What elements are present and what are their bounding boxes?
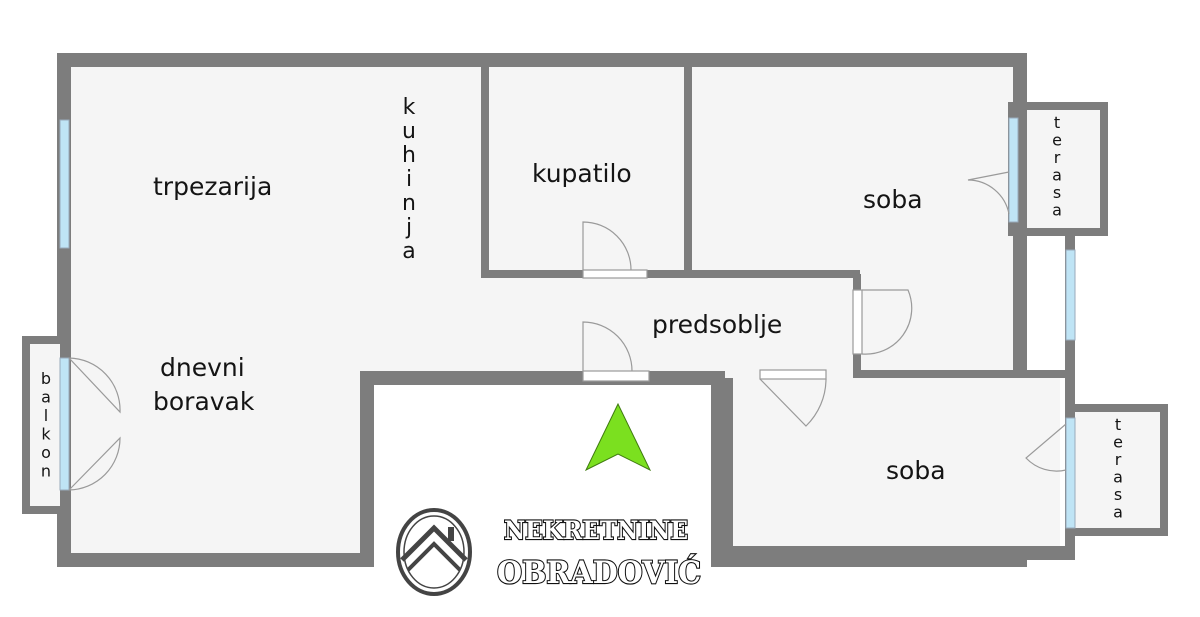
- door-terasa-bottom-swing: [1025, 423, 1067, 472]
- door-predsoblje-swing: [582, 321, 633, 372]
- door-kupatilo-swing: [582, 221, 632, 271]
- window-soba-bottom: [1065, 417, 1076, 529]
- label-boravak: boravak: [153, 387, 255, 416]
- door-soba-top-swing: [861, 289, 913, 355]
- terasa-bottom-outline: [1066, 404, 1168, 536]
- door-soba-bottom-swing: [759, 378, 827, 427]
- doors: [68, 171, 1067, 491]
- right-wing-floor: [730, 378, 1060, 553]
- logo-line-2: OBRADOVIĆ: [497, 553, 701, 591]
- window-soba-top: [1008, 117, 1019, 223]
- label-kupatilo: kupatilo: [532, 159, 632, 188]
- walls: [22, 53, 1168, 567]
- north-arrow-icon: [584, 402, 652, 472]
- window-soba-right: [1065, 249, 1076, 341]
- door-balkon-swing-top: [68, 357, 121, 414]
- label-dnevni: dnevni: [160, 353, 245, 382]
- label-trpezarija: trpezarija: [153, 172, 272, 201]
- windows: [59, 117, 1076, 529]
- logo-line-1: NEKRETNINE: [504, 516, 688, 545]
- label-soba-top: soba: [863, 185, 923, 214]
- house-logo-icon: [396, 508, 472, 596]
- door-soba-top-opening: [852, 289, 863, 355]
- door-predsoblje-opening: [582, 370, 650, 382]
- window-balkon: [59, 357, 70, 491]
- window-trpezarija: [59, 119, 70, 249]
- label-predsoblje: predsoblje: [652, 310, 782, 339]
- door-balkon-swing-bottom: [68, 436, 121, 491]
- door-kupatilo-opening: [582, 269, 648, 279]
- label-soba-bottom: soba: [886, 456, 946, 485]
- door-terasa-top-swing: [967, 171, 1010, 215]
- door-soba-bottom-opening: [759, 369, 827, 380]
